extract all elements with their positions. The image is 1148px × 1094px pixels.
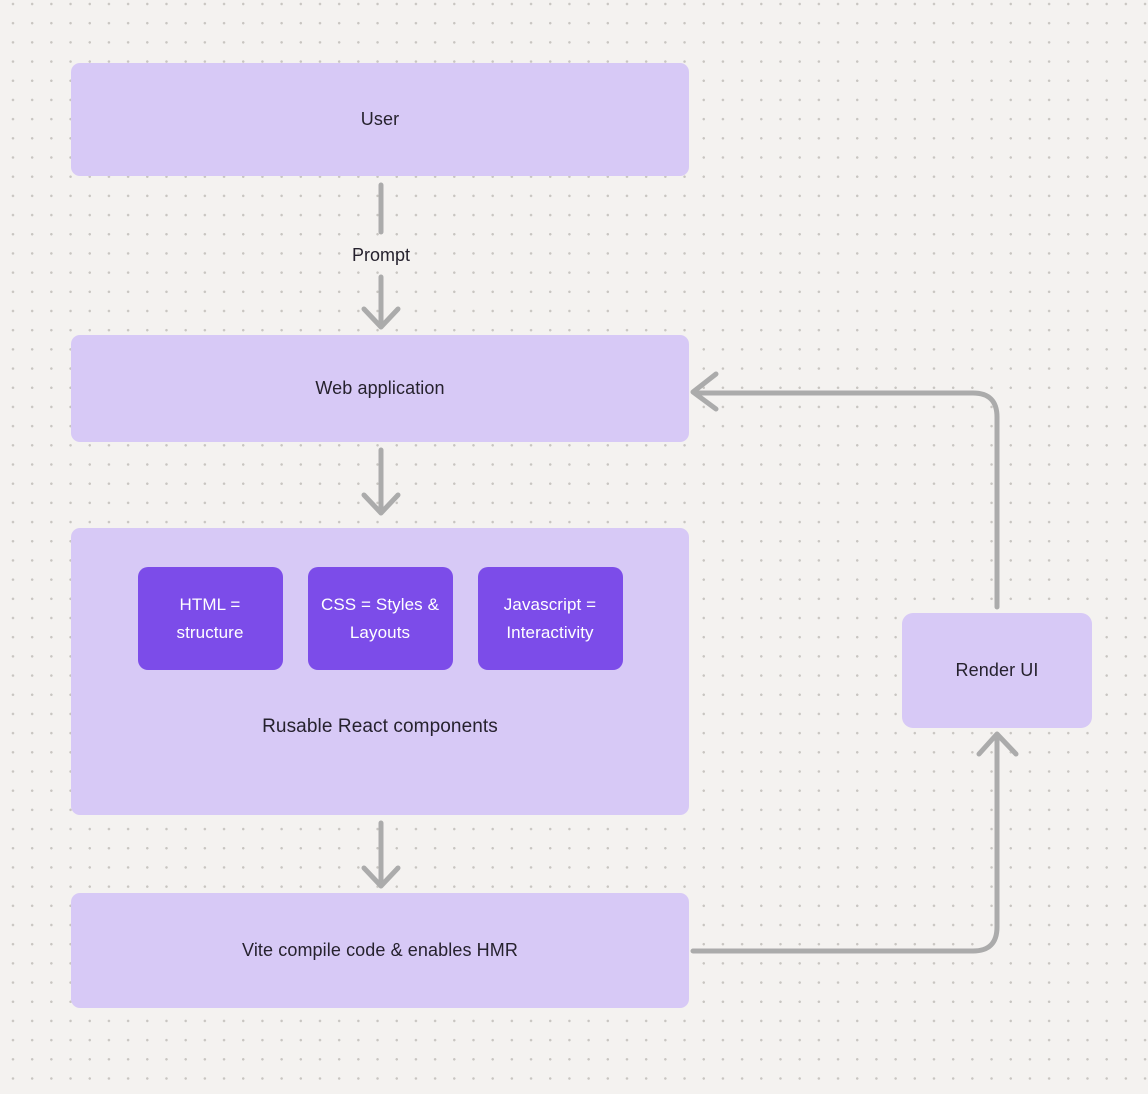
connector-group-to-vite-arrowhead	[361, 865, 401, 889]
edge-label-prompt: Prompt	[351, 245, 411, 265]
connector-webapp-to-group-arrowhead	[361, 492, 401, 516]
node-vite[interactable]: Vite compile code & enables HMR	[71, 893, 689, 1008]
node-web-application[interactable]: Web application	[71, 335, 689, 442]
node-user[interactable]: User	[71, 63, 689, 176]
node-html-label: HTML = structure	[176, 594, 244, 642]
connector-vite-to-renderui-arrowhead	[976, 731, 1019, 757]
node-javascript-label: Javascript = Interactivity	[503, 594, 597, 642]
node-render-ui[interactable]: Render UI	[902, 613, 1092, 728]
node-user-label: User	[360, 109, 400, 129]
node-html[interactable]: HTML = structure	[137, 567, 283, 670]
components-row: HTML = structure CSS = Styles & Layouts …	[71, 567, 689, 670]
connector-renderui-to-webapp-arrowhead	[690, 371, 719, 412]
node-css[interactable]: CSS = Styles & Layouts	[307, 567, 453, 670]
connector-prompt-to-webapp-arrowhead	[361, 306, 401, 330]
components-group-caption: Rusable React components	[262, 716, 498, 737]
node-render-ui-label: Render UI	[955, 660, 1039, 680]
connector-renderui-to-webapp[interactable]	[696, 390, 1000, 610]
node-javascript[interactable]: Javascript = Interactivity	[477, 567, 623, 670]
node-css-label: CSS = Styles & Layouts	[320, 594, 440, 642]
node-components-group[interactable]: HTML = structure CSS = Styles & Layouts …	[71, 528, 689, 815]
node-vite-label: Vite compile code & enables HMR	[242, 940, 518, 960]
node-web-application-label: Web application	[315, 378, 445, 398]
connector-vite-to-renderui[interactable]	[690, 737, 1000, 954]
